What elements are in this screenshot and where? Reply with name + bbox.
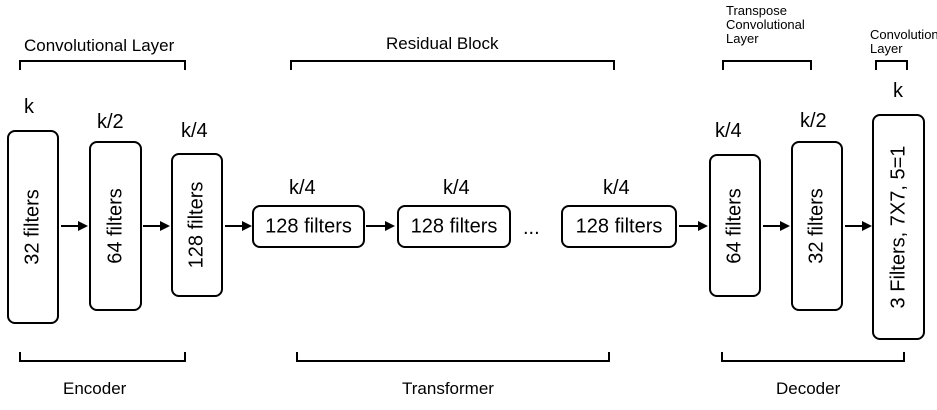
- residual-block-label: Residual Block: [386, 34, 499, 53]
- bracket-residual-block: [290, 60, 615, 70]
- encoder-block-2-label: 64 filters: [104, 188, 126, 264]
- bracket-conv-right: [875, 60, 908, 70]
- transformer-label: Transformer: [402, 379, 494, 398]
- encoder-block-2: 64 filters: [89, 141, 142, 311]
- transformer-ellipsis: ...: [523, 217, 540, 239]
- transformer-block-2-label: 128 filters: [410, 215, 498, 237]
- bracket-decoder: [721, 352, 905, 362]
- conv-layer-label: Convolutional Layer: [24, 36, 175, 55]
- transformer-dim-2: k/4: [443, 177, 470, 199]
- transformer-dim-1: k/4: [289, 177, 316, 199]
- transformer-dim-3: k/4: [603, 177, 630, 199]
- transpose-conv-layer-label: Transpose Convolutional Layer: [726, 3, 805, 46]
- encoder-block-1: 32 filters: [7, 130, 59, 324]
- bracket-encoder: [19, 352, 186, 362]
- bracket-conv-layer: [19, 60, 186, 70]
- encoder-block-1-label: 32 filters: [21, 189, 44, 265]
- encoder-dim-1: k: [24, 96, 34, 118]
- decoder-dim-2: k/2: [800, 110, 827, 132]
- decoder-block-2: 32 filters: [791, 141, 843, 311]
- decoder-block-3: 3 Filters, 7X7, 5=1: [872, 114, 925, 340]
- encoder-dim-2: k/2: [97, 111, 124, 133]
- decoder-label: Decoder: [776, 379, 841, 398]
- transformer-block-1: 128 filters: [252, 205, 365, 248]
- decoder-block-1: 64 filters: [709, 154, 761, 297]
- transformer-block-2: 128 filters: [397, 205, 511, 248]
- decoder-block-2-label: 32 filters: [805, 188, 828, 264]
- encoder-block-3-label: 128 filters: [185, 181, 208, 269]
- transformer-block-1-label: 128 filters: [265, 215, 352, 237]
- conv-layer-right-label: Convolutional Layer: [870, 27, 937, 56]
- decoder-block-3-label: 3 Filters, 7X7, 5=1: [887, 145, 909, 309]
- encoder-label: Encoder: [63, 379, 127, 398]
- encoder-dim-3: k/4: [181, 120, 208, 142]
- transformer-block-3: 128 filters: [561, 205, 677, 248]
- encoder-block-3: 128 filters: [171, 153, 223, 297]
- decoder-dim-3: k: [893, 80, 903, 102]
- decoder-dim-1: k/4: [715, 120, 742, 142]
- bracket-transformer: [296, 352, 610, 362]
- bracket-transpose-conv: [722, 60, 812, 70]
- decoder-block-1-label: 64 filters: [723, 187, 746, 264]
- transformer-block-3-label: 128 filters: [575, 215, 663, 237]
